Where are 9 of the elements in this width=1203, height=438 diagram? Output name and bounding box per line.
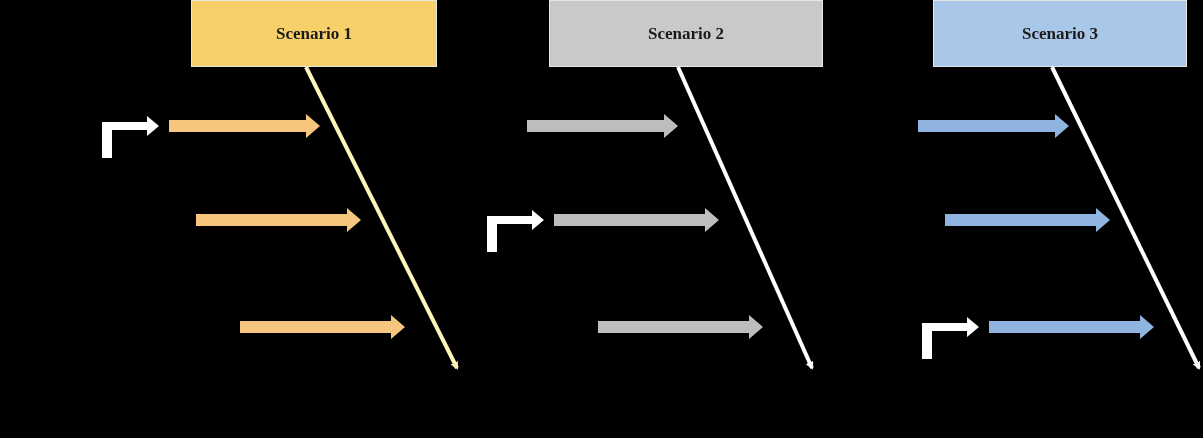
arrow: [676, 66, 814, 370]
scenario-box: [549, 0, 823, 67]
arrow: [1050, 66, 1201, 370]
scenario-box: [933, 0, 1187, 67]
scenario-title: Scenario 2: [648, 22, 724, 45]
scenario-title: Scenario 1: [276, 22, 352, 45]
scenario-box: [191, 0, 437, 67]
scenario-title: Scenario 3: [1022, 22, 1098, 45]
arrow: [304, 66, 459, 370]
